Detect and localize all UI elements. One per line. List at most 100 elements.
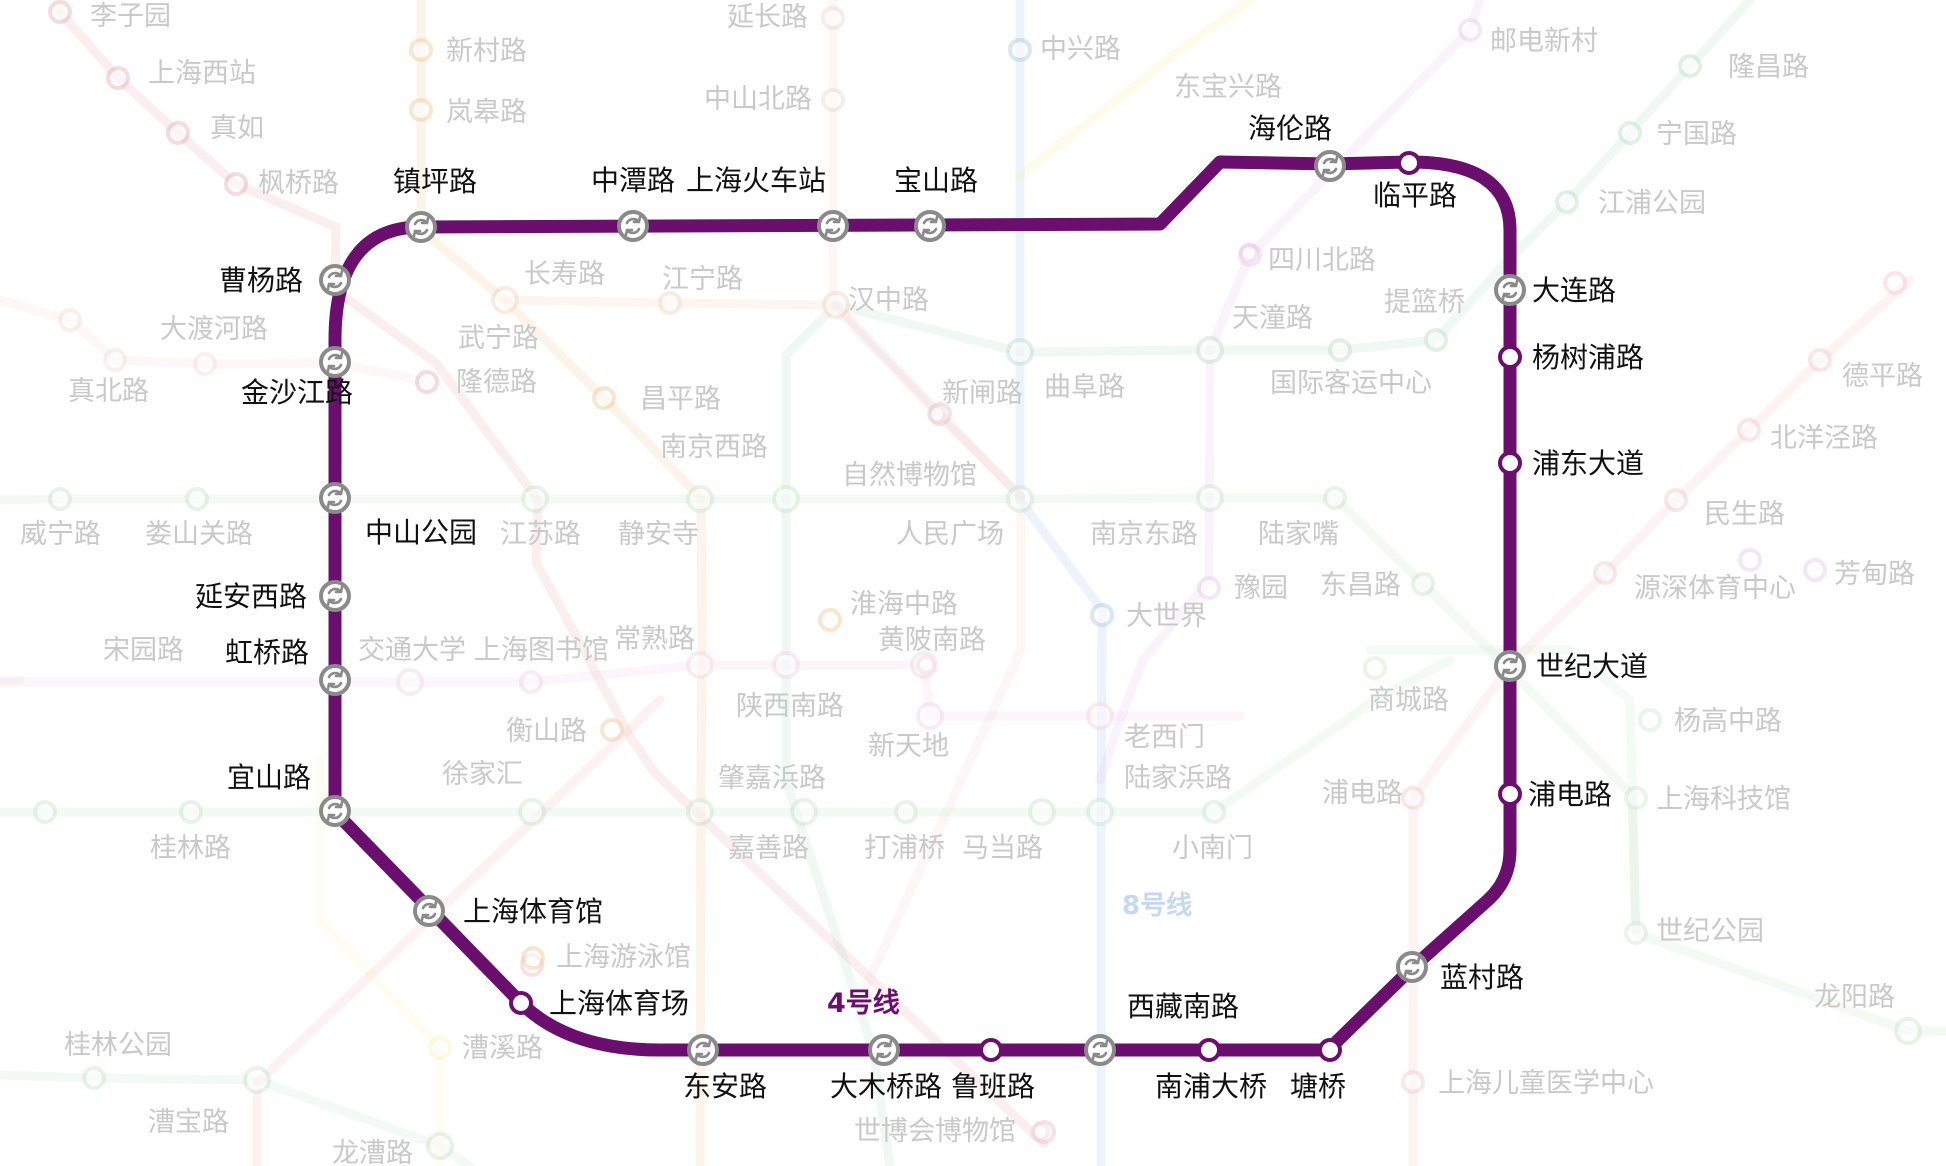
bg-stop — [894, 800, 918, 824]
bg-line-3 — [416, 0, 707, 1166]
bg-label: 嘉善路 — [728, 833, 809, 864]
transfer-icon — [326, 800, 344, 822]
bg-stop — [224, 172, 248, 196]
bg-stop — [48, 0, 72, 24]
bg-stop — [1197, 576, 1221, 600]
station-caoyanglu[interactable]: 曹杨路 — [219, 264, 351, 297]
station-jinshajianglu[interactable]: 金沙江路 — [241, 346, 353, 409]
bg-label: 源深体育中心 — [1634, 573, 1796, 604]
bg-stop — [1593, 561, 1617, 585]
bg-stop — [1458, 18, 1482, 42]
station-shanghaitiyuguan[interactable]: 上海体育馆 — [413, 895, 603, 928]
bg-label: 世博会博物馆 — [854, 1116, 1016, 1147]
station-yananxilu[interactable]: 延安西路 — [195, 580, 351, 613]
bg-stop — [193, 352, 217, 376]
bg-stop — [520, 953, 544, 977]
bg-label: 肇嘉浜路 — [718, 763, 826, 794]
bg-stop — [1032, 1120, 1056, 1144]
transfer-icon — [1501, 279, 1519, 301]
bg-stop — [686, 651, 714, 679]
transfer-icon — [1403, 956, 1421, 978]
station-marker — [1197, 1038, 1221, 1062]
station-label: 宜山路 — [227, 761, 311, 794]
bg-label: 小南门 — [1172, 833, 1253, 864]
bg-label: 芳甸路 — [1834, 559, 1915, 590]
station-zhenpinglu[interactable]: 镇坪路 — [393, 165, 477, 243]
bg-label: 北洋泾路 — [1770, 423, 1878, 454]
bg-label: 昌平路 — [640, 384, 721, 415]
bg-stop — [1808, 348, 1832, 372]
bg-label: 新村路 — [446, 36, 527, 67]
bg-stop — [185, 487, 209, 511]
station-shanghaitiyuchang[interactable]: 上海体育场 — [509, 987, 689, 1020]
bg-stop — [1618, 121, 1642, 145]
bg-label: 汉中路 — [848, 285, 929, 316]
station-xizangnanlu[interactable]: 西藏南路 — [1084, 990, 1239, 1066]
bg-label: 静安寺 — [618, 519, 699, 550]
transfer-icon — [326, 585, 344, 607]
bg-label: 桂林公园 — [64, 1030, 172, 1061]
bg-label: 陆家嘴 — [1258, 519, 1339, 550]
bg-label: 打浦桥 — [864, 833, 945, 864]
bg-label: 淮海中路 — [850, 589, 958, 620]
transfer-station-marker — [868, 1034, 900, 1066]
station-dalianlu[interactable]: 大连路 — [1494, 274, 1616, 307]
bg-label: 天潼路 — [1232, 303, 1313, 334]
bg-stop — [1883, 271, 1907, 295]
station-marker — [1498, 782, 1522, 806]
station-zhongtanlu[interactable]: 中潭路 — [591, 164, 675, 242]
station-yishanlu[interactable]: 宜山路 — [227, 761, 351, 827]
bg-stop — [428, 1036, 452, 1060]
station-baoshanlu[interactable]: 宝山路 — [894, 164, 978, 242]
station-label: 上海火车站 — [686, 164, 826, 197]
bg-label: 武宁路 — [458, 323, 539, 354]
transfer-icon — [326, 269, 344, 291]
bg-label: 上海游泳馆 — [556, 942, 691, 973]
bg-stop — [521, 946, 545, 970]
station-label: 南浦大桥 — [1155, 1070, 1267, 1103]
bg-label: 中兴路 — [1040, 34, 1121, 65]
transfer-station-marker — [319, 346, 351, 378]
bg-label: 真如 — [210, 113, 264, 144]
bg-label: 东宝兴路 — [1174, 72, 1282, 103]
bg-label: 威宁路 — [20, 519, 101, 550]
station-dongan[interactable]: 东安路 — [683, 1034, 767, 1103]
station-lancunlu[interactable]: 蓝村路 — [1396, 951, 1524, 994]
station-yangshupulu[interactable]: 杨树浦路 — [1498, 341, 1644, 374]
bg-line-9 — [0, 655, 1455, 817]
station-shijidadao[interactable]: 世纪大道 — [1494, 650, 1648, 683]
bg-label: 提篮桥 — [1384, 287, 1465, 318]
bg-stop — [58, 308, 82, 332]
station-pudianlu[interactable]: 浦电路 — [1498, 778, 1612, 811]
station-label: 虹桥路 — [225, 636, 309, 669]
transfer-station-marker — [914, 210, 946, 242]
station-zhongshangongyuan[interactable]: 中山公园 — [319, 482, 477, 549]
bg-label: 曲阜路 — [1044, 372, 1125, 403]
station-hongqiaolu[interactable]: 虹桥路 — [225, 636, 351, 696]
station-nanpudaqiao[interactable]: 南浦大桥 — [1155, 1038, 1267, 1103]
transfer-icon — [824, 215, 842, 237]
bg-stop — [928, 402, 952, 426]
bg-stop — [521, 485, 549, 513]
station-hailunlu[interactable]: 海伦路 — [1248, 112, 1346, 182]
station-tangqiao[interactable]: 塘桥 — [1290, 1038, 1346, 1103]
bg-label: 李子园 — [90, 1, 171, 32]
transfer-station-marker — [1396, 951, 1428, 983]
station-lubanlu[interactable]: 鲁班路 — [951, 1038, 1035, 1103]
line-4-name: 4号线 — [827, 988, 900, 1019]
bg-label: 自然博物馆 — [842, 460, 977, 491]
bg-stop — [772, 651, 800, 679]
bg-stop — [592, 386, 616, 410]
bg-label: 中山北路 — [704, 84, 812, 115]
station-damuqiaolu[interactable]: 大木桥路 — [830, 1034, 942, 1103]
bg-stop — [821, 6, 845, 30]
station-linpinglu[interactable]: 临平路 — [1373, 151, 1457, 212]
bg-stop — [686, 485, 714, 513]
bg-label: 南京东路 — [1090, 519, 1198, 550]
station-shanghaihuochezhan[interactable]: 上海火车站 — [686, 164, 849, 242]
bg-stop — [1196, 484, 1224, 512]
background-stops — [33, 0, 1922, 1160]
station-pudongdadao[interactable]: 浦东大道 — [1498, 447, 1644, 480]
bg-line-12-south — [0, 1070, 475, 1166]
